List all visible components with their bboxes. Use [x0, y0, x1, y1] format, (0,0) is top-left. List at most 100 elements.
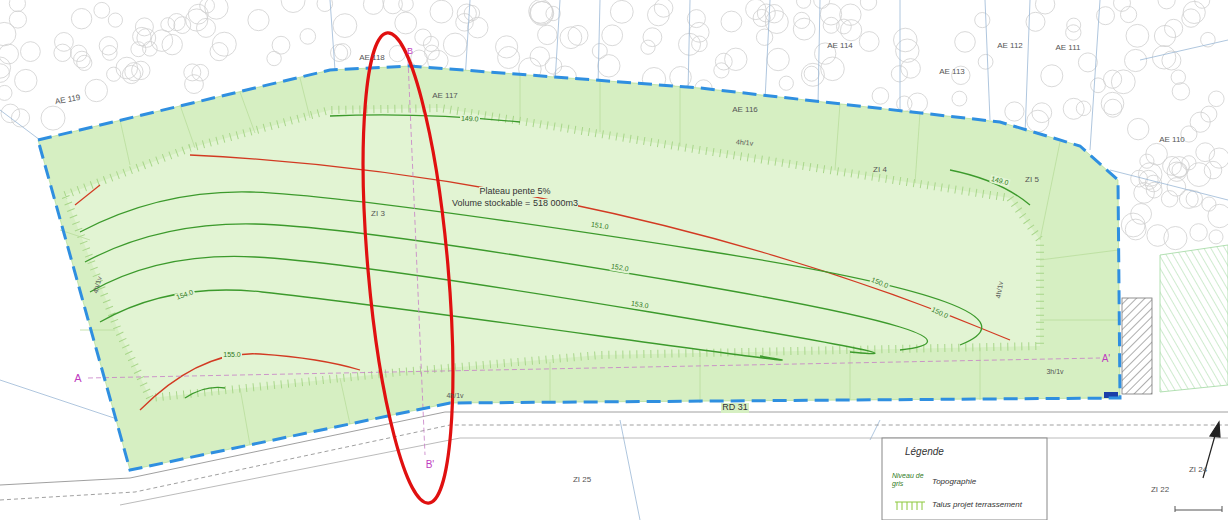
map-label: A'	[1102, 353, 1111, 364]
tree-symbol	[1169, 157, 1189, 177]
tree-symbol	[648, 4, 670, 26]
tree-symbol	[411, 50, 427, 66]
tree-symbol	[610, 0, 633, 23]
tree-symbol	[1171, 70, 1185, 84]
map-label: B	[407, 47, 413, 57]
tree-symbol	[281, 0, 305, 13]
tree-symbol	[1066, 25, 1081, 40]
tree-symbol	[498, 47, 520, 69]
tree-symbol	[132, 61, 150, 79]
tree-symbol	[1131, 204, 1152, 225]
map-label: ZI 24	[1189, 466, 1207, 475]
tree-symbol	[598, 55, 620, 77]
tree-symbol	[197, 18, 216, 37]
tree-symbol	[592, 44, 607, 59]
tree-symbol	[1165, 19, 1183, 37]
contour-label: 149.0	[460, 115, 480, 123]
tree-symbol	[1162, 51, 1181, 70]
tree-symbol	[952, 91, 967, 106]
tree-symbol	[859, 32, 879, 52]
tree-symbol	[1091, 78, 1106, 93]
tree-symbol	[1209, 230, 1223, 244]
tree-symbol	[1152, 46, 1175, 69]
tree-symbol	[894, 28, 918, 52]
tree-symbol	[333, 14, 357, 38]
legend-text: Niveau de gris	[892, 472, 928, 487]
tree-symbol	[692, 36, 708, 52]
tree-symbol	[1204, 161, 1222, 179]
legend-entry: Talus projet terrassement	[932, 501, 1022, 510]
map-label: AE 113	[939, 68, 965, 77]
tree-symbol	[538, 25, 557, 44]
tree-symbol	[530, 1, 554, 25]
tree-symbol	[1005, 102, 1024, 121]
tree-symbol	[1183, 1, 1205, 23]
tree-symbol	[1201, 106, 1217, 122]
tree-symbol	[1190, 224, 1207, 241]
tree-symbol	[1076, 101, 1091, 116]
tree-symbol	[162, 34, 182, 54]
tree-symbol	[545, 58, 562, 75]
tree-symbol	[108, 13, 122, 27]
map-label: AE 118	[359, 54, 385, 63]
tree-symbol	[174, 17, 191, 34]
tree-symbol	[840, 4, 861, 25]
tree-symbol	[1121, 213, 1145, 237]
tree-symbol	[41, 106, 65, 130]
tree-symbol	[1158, 0, 1175, 9]
tree-symbol	[11, 109, 29, 127]
tree-symbol	[212, 32, 236, 56]
tree-symbol	[71, 45, 87, 61]
tree-symbol	[0, 85, 12, 100]
tree-symbol	[135, 18, 153, 36]
map-label: 4h/1v	[736, 138, 754, 147]
tree-symbol	[168, 14, 185, 31]
tree-symbol	[765, 5, 783, 23]
tree-symbol	[1161, 191, 1177, 207]
tree-symbol	[1202, 197, 1216, 211]
tree-symbol	[1146, 143, 1168, 165]
tree-symbol	[1187, 163, 1211, 187]
tree-symbol	[643, 28, 662, 47]
tree-symbol	[560, 27, 582, 49]
tree-symbol	[1134, 183, 1155, 204]
tree-symbol	[753, 9, 770, 26]
tree-symbol	[1104, 99, 1122, 117]
tree-symbol	[721, 11, 742, 32]
tree-symbol	[395, 12, 417, 34]
tree-symbol	[820, 4, 841, 25]
tree-symbol	[975, 13, 990, 28]
map-label: RD 31	[721, 403, 749, 413]
tree-symbol	[757, 4, 775, 22]
map-label: 4h/1v	[446, 392, 463, 400]
tree-symbol	[797, 0, 811, 8]
tree-symbol	[602, 25, 623, 46]
tree-symbol	[1164, 227, 1187, 250]
tree-symbol	[714, 63, 729, 78]
tree-symbol	[54, 44, 71, 61]
tree-symbol	[1208, 204, 1228, 227]
map-label: A	[74, 372, 81, 384]
tree-symbol	[272, 36, 290, 54]
tree-symbol	[456, 13, 474, 31]
tree-symbol	[267, 51, 281, 65]
tree-symbol	[654, 0, 673, 17]
tree-symbol	[1121, 6, 1137, 22]
tree-symbol	[568, 25, 588, 45]
tree-symbol	[137, 29, 156, 48]
map-label: ZI 22	[1151, 486, 1169, 495]
tree-symbol	[77, 55, 92, 70]
tree-symbol	[184, 64, 201, 81]
tree-symbol	[1078, 53, 1097, 72]
tree-symbol	[814, 0, 830, 8]
tree-symbol	[85, 79, 107, 101]
map-label: ZI 25	[573, 476, 591, 485]
legend-text: Légende	[905, 446, 944, 457]
tree-symbol	[1209, 148, 1228, 168]
tree-symbol	[793, 18, 815, 40]
tree-symbol	[0, 57, 11, 78]
map-label: Plateau pente 5%	[479, 187, 550, 197]
tree-symbol	[0, 64, 10, 83]
tree-symbol	[143, 42, 158, 57]
